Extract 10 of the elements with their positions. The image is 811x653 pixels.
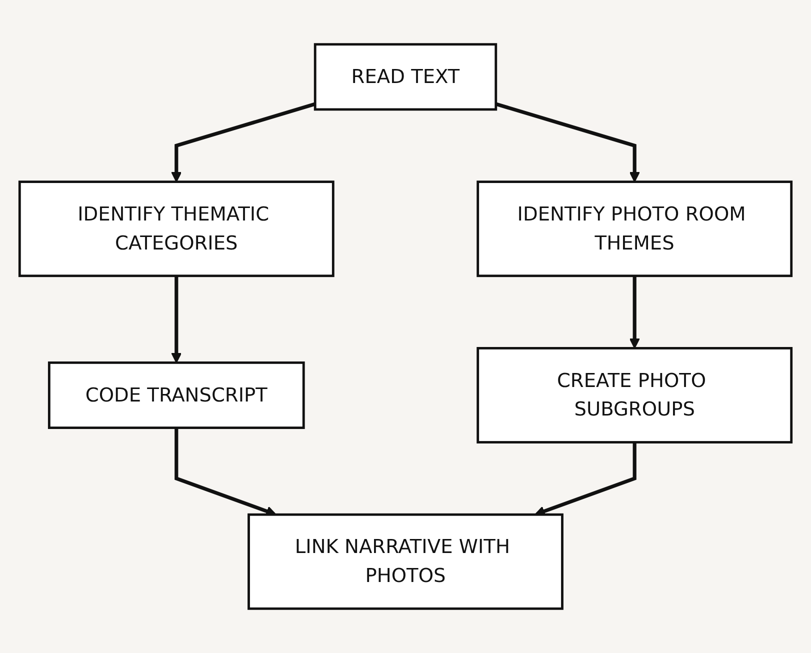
- node-box: CREATE PHOTO SUBGROUPS: [476, 347, 793, 444]
- node-box: IDENTIFY THEMATIC CATEGORIES: [18, 180, 334, 278]
- arrow: [495, 102, 640, 182]
- arrow: [629, 276, 640, 349]
- node-box: IDENTIFY PHOTO ROOM THEMES: [476, 180, 793, 278]
- node-box: LINK NARRATIVE WITH PHOTOS: [248, 513, 564, 610]
- node-box: CODE TRANSCRIPT: [48, 361, 305, 429]
- arrow: [171, 276, 182, 364]
- arrow: [171, 102, 316, 182]
- node-box: READ TEXT: [314, 43, 498, 111]
